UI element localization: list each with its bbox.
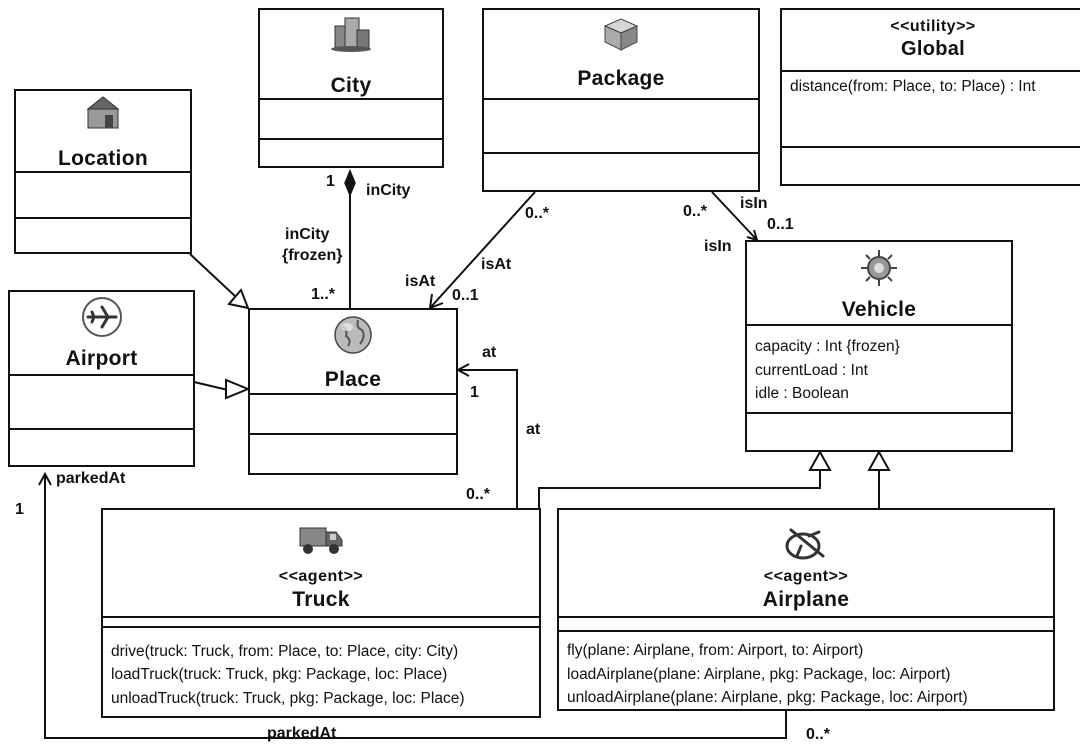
location-place-generalization-line xyxy=(189,253,237,298)
attributes-compartment xyxy=(747,324,1011,414)
class-place[interactable]: Place xyxy=(248,308,458,475)
class-global[interactable]: <<utility>> Global distance(from: Place,… xyxy=(780,8,1080,186)
role-label-at-truck-end: at xyxy=(526,421,541,438)
globe-icon xyxy=(334,316,372,354)
attributes-compartment xyxy=(260,98,442,140)
stereotype-label: <<utility>> xyxy=(890,18,976,35)
operations-compartment xyxy=(559,630,1053,709)
class-airport[interactable]: Airport xyxy=(8,290,195,467)
operations-compartment xyxy=(103,626,539,716)
class-truck[interactable]: <<agent>> Truck drive(truck: Truck, from… xyxy=(101,508,541,718)
class-name: City xyxy=(330,74,372,97)
operations-compartment xyxy=(10,428,193,465)
house-icon xyxy=(86,96,120,129)
class-name: Vehicle xyxy=(841,298,917,321)
generalization-triangle-truck xyxy=(808,449,832,471)
package-icon xyxy=(603,18,639,51)
class-name: Place xyxy=(324,368,382,391)
attributes-compartment xyxy=(484,98,758,154)
operation-loadairplane: loadAirplane(plane: Airplane, pkg: Packa… xyxy=(567,666,951,683)
multiplicity-airport-end: 1 xyxy=(15,501,24,518)
composition-diamond xyxy=(344,169,356,197)
class-name: Airplane xyxy=(762,588,850,611)
truck-icon xyxy=(299,527,343,554)
class-name: Airport xyxy=(65,347,138,370)
operation-fly: fly(plane: Airplane, from: Airport, to: … xyxy=(567,642,864,659)
truck-place-association-line xyxy=(458,369,518,508)
airplane-airport-association-line xyxy=(44,474,787,739)
class-vehicle[interactable]: Vehicle capacity : Int {frozen} currentL… xyxy=(745,240,1013,452)
operation-drive: drive(truck: Truck, from: Place, to: Pla… xyxy=(111,643,459,660)
multiplicity-package-end-place: 0..* xyxy=(525,205,550,222)
operations-compartment xyxy=(16,217,190,252)
multiplicity-truck-end: 0..* xyxy=(466,486,491,503)
attributes-compartment xyxy=(559,616,1053,632)
class-name: Truck xyxy=(292,588,350,611)
generalization-triangle-location xyxy=(227,288,250,310)
attribute-capacity: capacity : Int {frozen} xyxy=(755,338,900,355)
attribute-currentload: currentLoad : Int xyxy=(755,362,868,379)
operations-compartment xyxy=(484,152,758,190)
role-label-incity-city-end: inCity xyxy=(366,182,411,199)
operations-compartment xyxy=(250,433,456,473)
attributes-compartment xyxy=(103,616,539,628)
class-name: Global xyxy=(900,38,966,60)
attributes-compartment xyxy=(782,70,1080,72)
generalization-triangle-airport xyxy=(225,378,251,400)
package-place-association-line xyxy=(429,191,536,309)
class-location[interactable]: Location xyxy=(14,89,192,254)
role-label-parkedat-airport-end: parkedAt xyxy=(56,470,126,487)
role-label-isat-place-end: isAt xyxy=(405,273,436,290)
class-package[interactable]: Package xyxy=(482,8,760,192)
attributes-compartment xyxy=(250,393,456,435)
operations-compartment xyxy=(260,138,442,166)
operations-compartment xyxy=(782,146,1080,184)
attributes-compartment xyxy=(16,171,190,219)
role-label-isin-vehicle-end: isIn xyxy=(704,238,732,255)
airplane-swoosh-icon xyxy=(785,528,825,560)
city-icon xyxy=(331,17,371,52)
class-city[interactable]: City xyxy=(258,8,444,168)
role-label-parkedat-airplane-end: parkedAt xyxy=(267,725,337,742)
truck-vehicle-generalization-line xyxy=(538,470,821,508)
operation-loadtruck: loadTruck(truck: Truck, pkg: Package, lo… xyxy=(111,666,448,683)
place-open-arrowhead-from-truck xyxy=(455,363,470,377)
vehicle-gear-icon xyxy=(861,250,897,286)
operation-unloadtruck: unloadTruck(truck: Truck, pkg: Package, … xyxy=(111,690,465,707)
multiplicity-vehicle-end: 0..1 xyxy=(767,216,794,233)
package-vehicle-association-line xyxy=(711,191,758,241)
role-label-incity-place-end: inCity xyxy=(285,226,330,243)
operation-unloadairplane: unloadAirplane(plane: Airplane, pkg: Pac… xyxy=(567,689,968,706)
multiplicity-place-end-truck: 1 xyxy=(470,384,479,401)
attribute-idle: idle : Boolean xyxy=(755,385,849,402)
role-label-at-place-end: at xyxy=(482,344,497,361)
operation-distance: distance(from: Place, to: Place) : Int xyxy=(790,78,1036,95)
class-name: Package xyxy=(577,67,665,90)
role-label-isat-package-end: isAt xyxy=(481,256,512,273)
airport-place-generalization-line xyxy=(193,381,229,391)
class-name: Location xyxy=(58,147,148,170)
stereotype-label: <<agent>> xyxy=(763,568,849,585)
class-airplane[interactable]: <<agent>> Airplane fly(plane: Airplane, … xyxy=(557,508,1055,711)
operations-compartment xyxy=(747,412,1011,450)
multiplicity-package-end-vehicle: 0..* xyxy=(683,203,708,220)
airplane-circle-icon xyxy=(81,297,122,337)
multiplicity-airplane-end: 0..* xyxy=(806,726,831,743)
generalization-triangle-airplane xyxy=(867,449,891,471)
constraint-frozen-label: {frozen} xyxy=(282,247,343,264)
stereotype-label: <<agent>> xyxy=(278,568,364,585)
role-label-isin-package-end: isIn xyxy=(740,195,768,212)
airport-open-arrowhead-from-airplane xyxy=(38,471,52,486)
multiplicity-place-end-package: 0..1 xyxy=(452,287,479,304)
multiplicity-place-end-city: 1..* xyxy=(311,286,336,303)
multiplicity-city-end: 1 xyxy=(326,173,335,190)
attributes-compartment xyxy=(10,374,193,430)
